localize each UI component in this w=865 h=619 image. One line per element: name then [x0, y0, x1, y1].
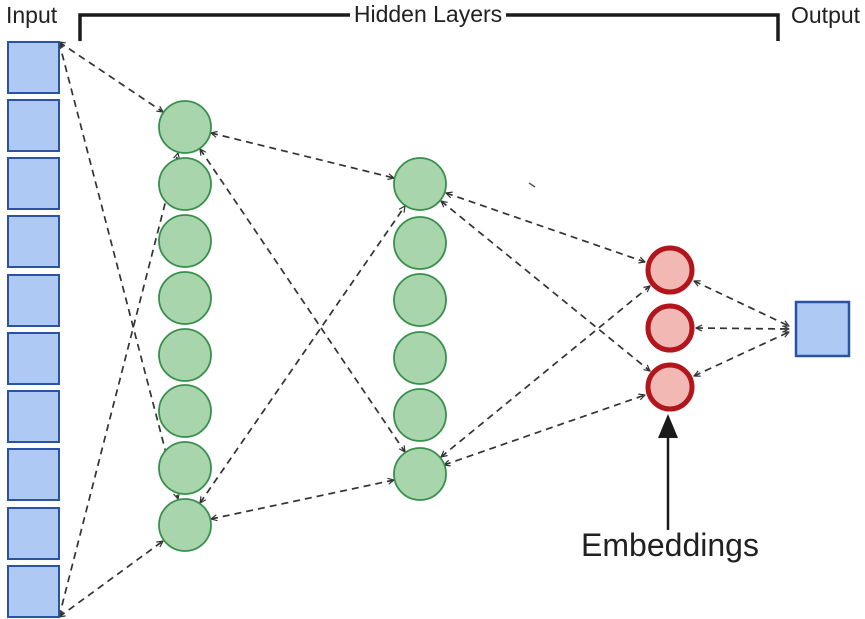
connection-line-8 [211, 480, 394, 519]
connection-line-9 [446, 193, 645, 262]
hidden1-node-3 [158, 214, 212, 268]
hidden1-node-4 [158, 271, 212, 325]
connection-line-14 [696, 328, 789, 329]
input-node-7 [7, 390, 60, 443]
hidden1-node-8 [158, 498, 212, 552]
embeddings-arrow-head-icon [658, 414, 678, 438]
hidden2-node-5 [393, 388, 447, 442]
input-node-8 [7, 448, 60, 501]
hidden1-node-2 [158, 157, 212, 211]
connection-line-7 [200, 206, 405, 503]
connection-line-3 [59, 153, 178, 617]
hidden2-node-3 [393, 273, 447, 327]
input-node-3 [7, 157, 60, 210]
hidden2-node-4 [393, 331, 447, 385]
stray-mark [528, 182, 536, 188]
input-node-10 [7, 565, 60, 618]
embedding-node-1 [645, 245, 695, 295]
embedding-node-3 [645, 362, 695, 412]
connection-line-5 [211, 133, 394, 178]
hidden2-node-1 [393, 157, 447, 211]
output-node [794, 300, 851, 358]
connection-line-2 [59, 42, 178, 499]
connection-line-15 [694, 332, 789, 376]
hidden2-node-2 [393, 216, 447, 270]
hidden1-node-1 [158, 100, 212, 154]
hidden-layers-bracket [78, 13, 780, 41]
embedding-node-2 [645, 303, 695, 353]
input-node-1 [7, 41, 60, 94]
connection-line-13 [694, 280, 789, 327]
hidden1-node-5 [158, 328, 212, 382]
hidden2-node-6 [393, 447, 447, 501]
connection-line-6 [200, 149, 405, 452]
input-node-5 [7, 274, 60, 327]
input-node-4 [7, 215, 60, 268]
input-node-9 [7, 507, 60, 560]
input-node-6 [7, 332, 60, 385]
hidden1-node-7 [158, 441, 212, 495]
connection-line-4 [59, 541, 163, 617]
input-node-2 [7, 99, 60, 152]
hidden1-node-6 [158, 384, 212, 438]
connection-line-10 [441, 201, 650, 371]
connection-line-11 [441, 286, 650, 457]
